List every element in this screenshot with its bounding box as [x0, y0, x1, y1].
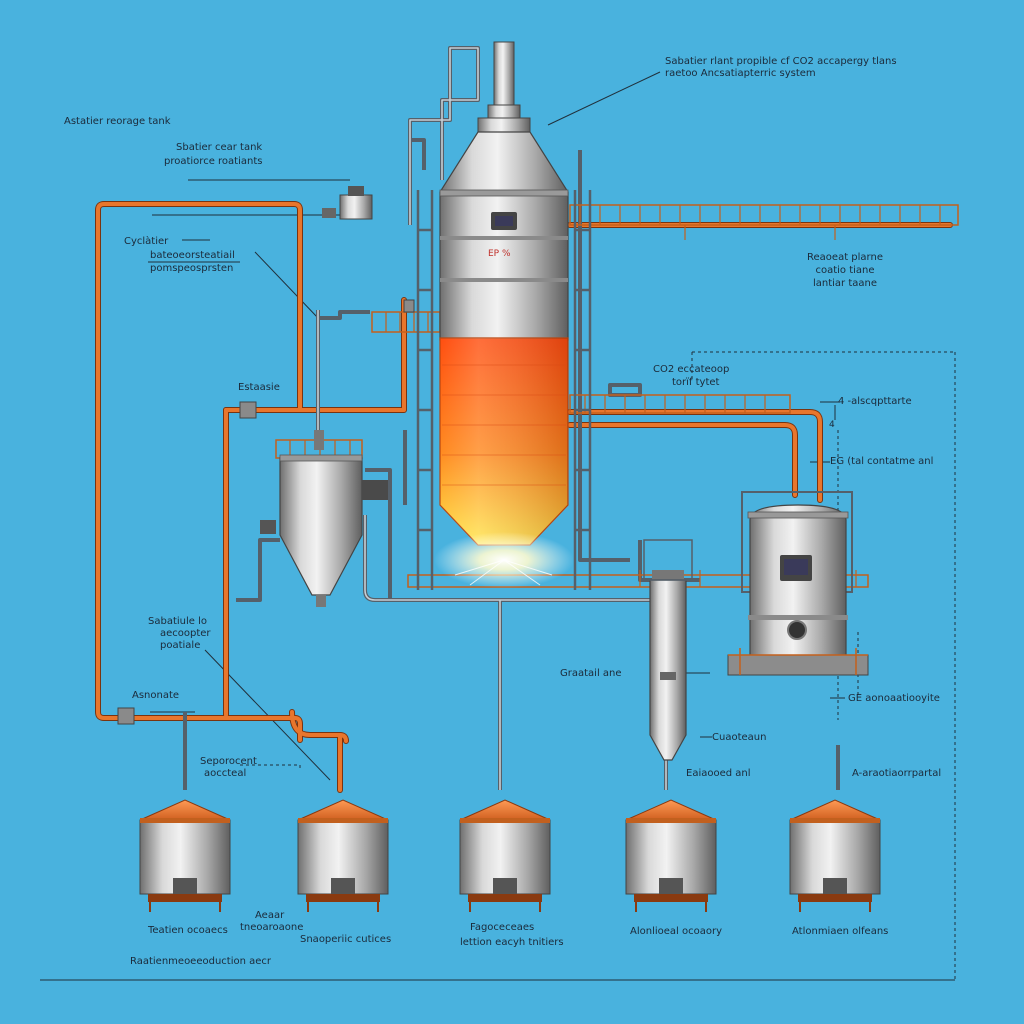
- sabatier-reactor: [434, 41, 574, 588]
- sabat-label-line-2: aecoopter: [160, 628, 211, 639]
- tank-3-label-line-1: Fagoceceaes: [470, 922, 535, 933]
- tank-5-label: Atlonmiaen olfeans: [792, 926, 889, 937]
- co2-label-line-2: torïf tytet: [672, 377, 720, 388]
- bottom-tank-1: [139, 799, 231, 912]
- right-storage-vessel: [727, 491, 869, 676]
- sabatier-tank-label-line-2: proatiorce roatiants: [164, 156, 263, 167]
- g-sub-label: 4: [829, 420, 835, 430]
- walkways: [275, 204, 959, 588]
- bottom-tanks: [139, 799, 881, 912]
- sabat-label-line-3: poatiale: [160, 640, 201, 651]
- tank-3-label-line-2: lettion eacyh tnitiers: [460, 937, 564, 948]
- e-label: Estaasie: [238, 382, 280, 393]
- title-label-line-2: raetoo Ancsatiapterric system: [665, 68, 816, 79]
- tank-2-label-line-1: Aeaar: [255, 910, 285, 921]
- cycl-label-line-3: pomspeosprsten: [150, 263, 234, 274]
- asnonate-label: Asnonate: [132, 690, 180, 701]
- tank-4-label: Alonlioeal ocoaory: [630, 926, 722, 937]
- bottom-right-label: GE aonoaatiooyite: [848, 693, 940, 704]
- sabatier-tank-label-line-1: Sbatier cear tank: [176, 142, 263, 153]
- cycl-label-line-2: bateoeorsteatiail: [150, 250, 235, 261]
- right-top-label-line-3: lantiar taane: [812, 278, 878, 289]
- gas-separator-column: [643, 539, 693, 761]
- sabat-label-line-1: Sabatiule lo: [148, 616, 207, 627]
- right-top-label-line-1: Reaoeat plarne: [807, 252, 883, 263]
- co2-label-line-1: CO2 eccateoop: [653, 364, 730, 375]
- far-right-label: A-araotiaorrpartal: [852, 768, 942, 779]
- column-bottom-label: Cuaoteaun: [712, 732, 767, 743]
- gauge-unit: [322, 186, 373, 220]
- tank-2-label-line-2: tneoaroaone: [240, 922, 304, 933]
- seprocent-label-line-2: aoccteal: [204, 768, 247, 779]
- footer-label: Raatienmeoeeoduction aecr: [130, 956, 272, 967]
- tank-2-label-line-3: Snaoperiic cutices: [300, 934, 392, 945]
- cycl-label-line-1: Cyclàtier: [124, 236, 169, 247]
- bottom-tank-2: [297, 799, 389, 912]
- tank-logo: EP %: [488, 249, 511, 259]
- bottom-tank-5: [789, 799, 881, 912]
- title-label-line-1: Sabatier rlant propible cf CO2 accapergy…: [665, 56, 897, 67]
- bottom-tank-4: [625, 799, 717, 912]
- storage-tank-label: Astatier reorage tank: [64, 116, 171, 127]
- seprocent-label-line-1: Seporocent: [200, 756, 257, 767]
- left-hopper-vessel: [260, 430, 388, 607]
- eg-label: EG (tal contatme anl: [830, 456, 934, 467]
- scaffold-frame: [416, 190, 592, 590]
- mid-right-label: Eaiaooed anl: [686, 768, 751, 779]
- pipe-fittings: [117, 299, 415, 725]
- right-top-label-line-2: coatio tiane: [815, 265, 875, 276]
- bottom-tank-3: [459, 799, 551, 912]
- gas-column-label: Graatail ane: [560, 668, 622, 679]
- tank-1-label: Teatien ocoaecs: [148, 925, 228, 936]
- g-label: 4 -alscqpttarte: [838, 396, 912, 407]
